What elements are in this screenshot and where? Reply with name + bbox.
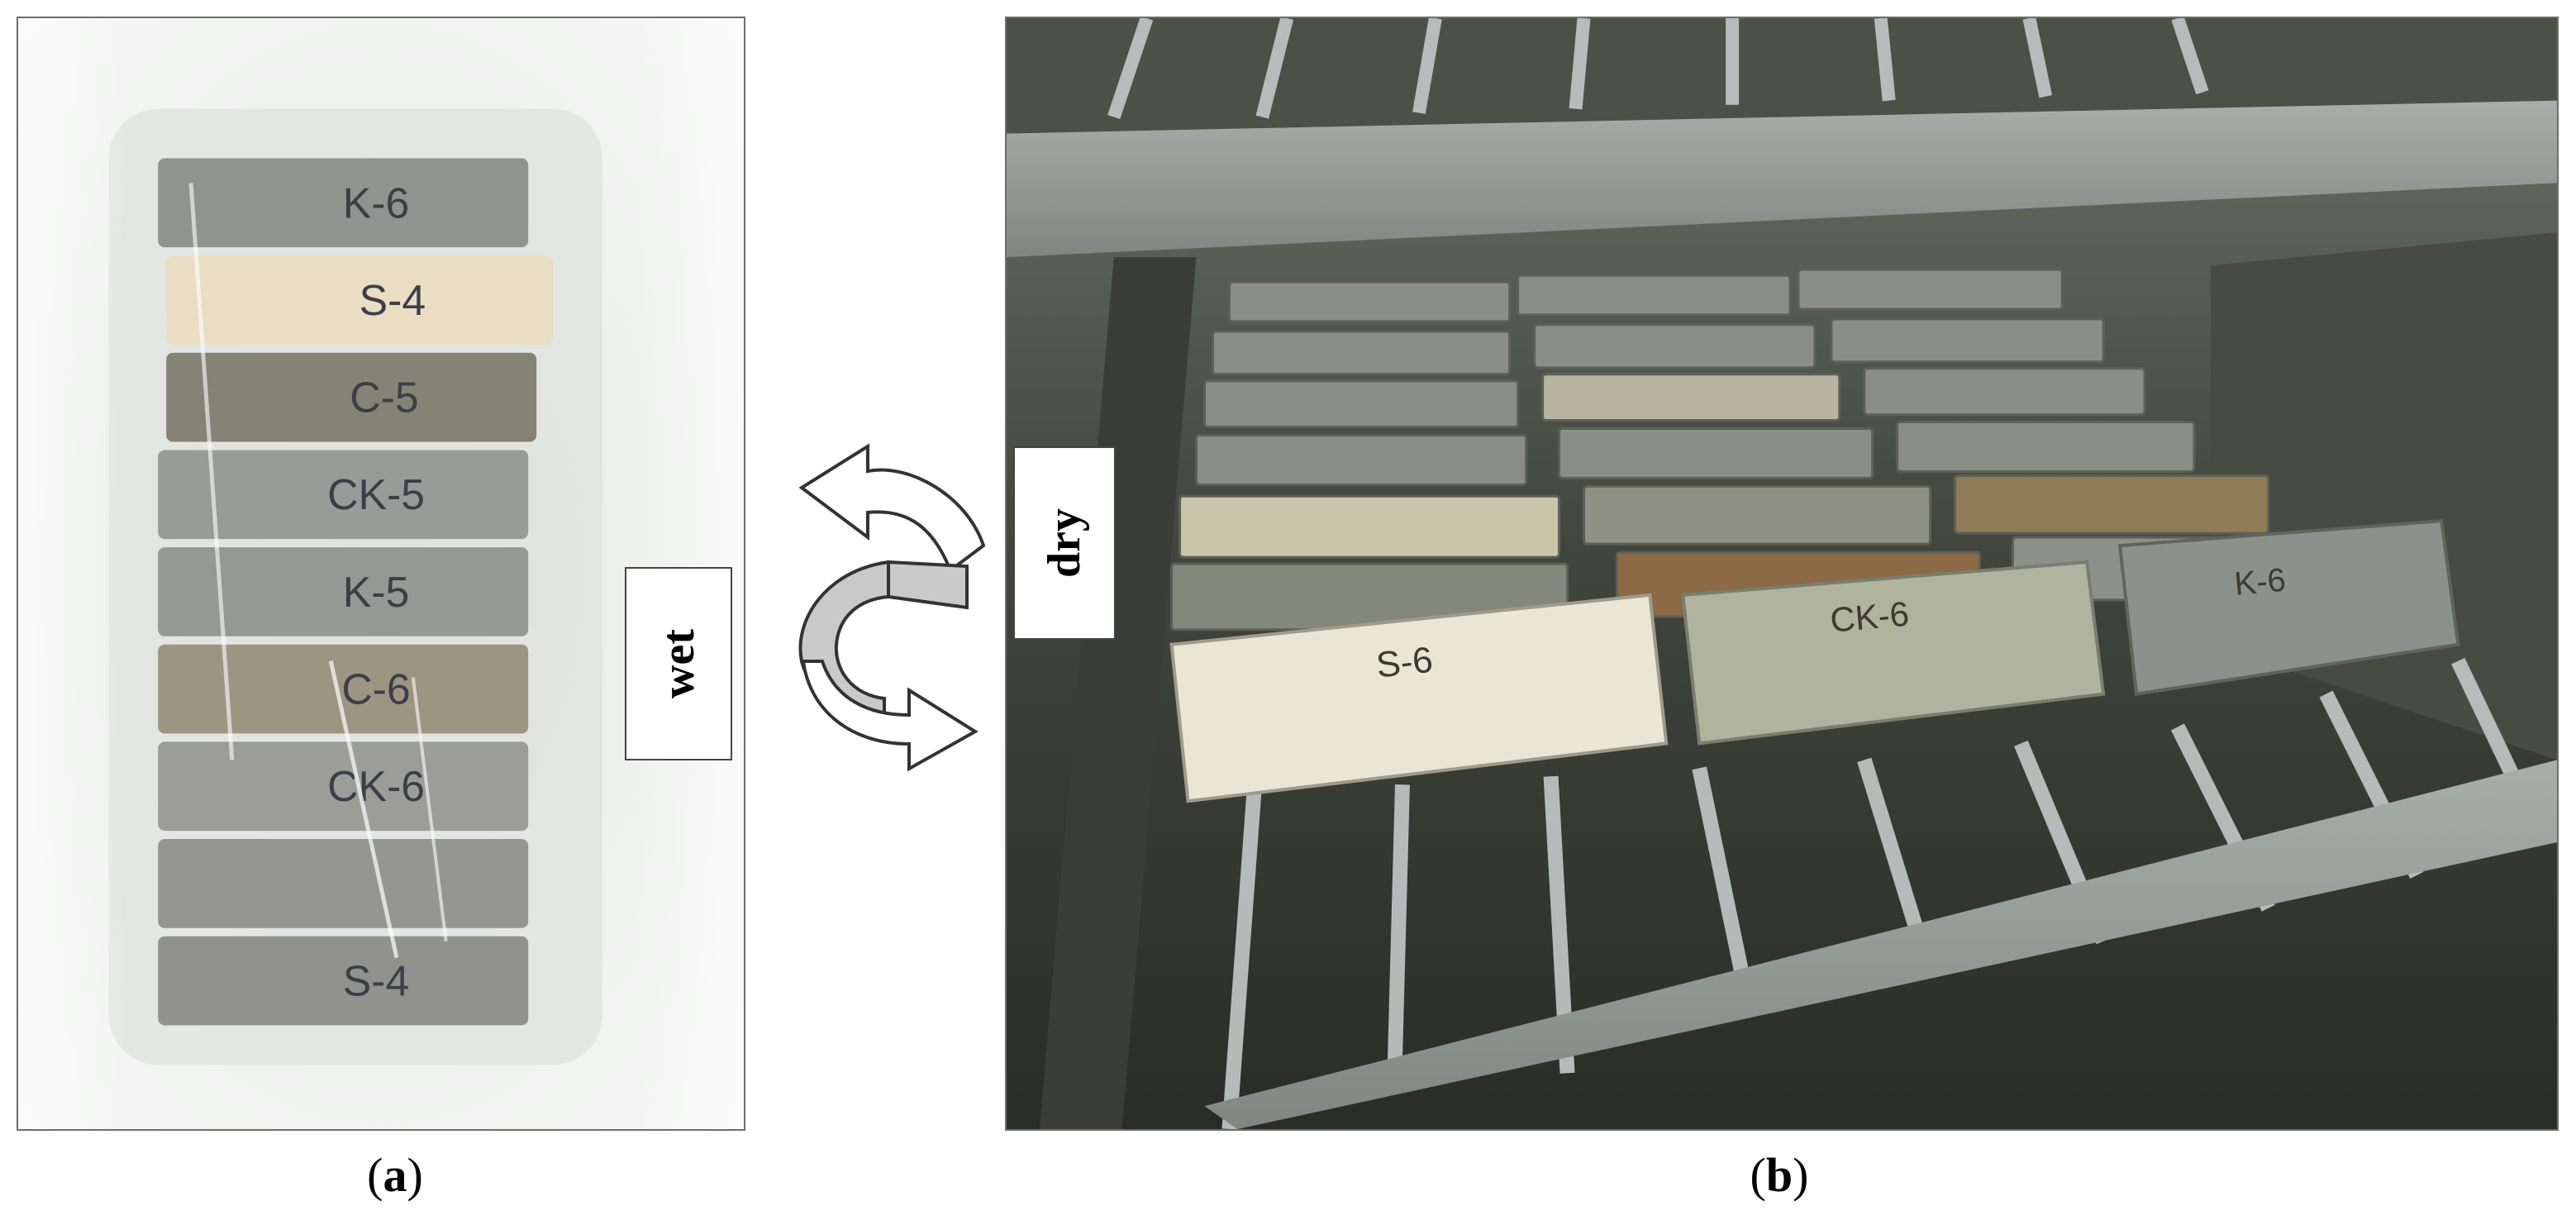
photo-panel-b: S-6 CK-6 K-6	[1005, 17, 2559, 1131]
specimen-label: CK-6	[1829, 594, 1911, 640]
specimen-label: S-6	[1374, 640, 1435, 686]
dry-label-text: dry	[1039, 508, 1090, 578]
wet-container-photo: K-6S-4C-5CK-5K-5C-6CK-6S-4	[18, 18, 744, 1129]
photo-panel-a: K-6S-4C-5CK-5K-5C-6CK-6S-4	[17, 17, 745, 1131]
drying-oven-photo: S-6 CK-6 K-6	[1007, 18, 2557, 1129]
wet-label-text: wet	[652, 629, 704, 698]
wet-label: wet	[625, 567, 732, 760]
upper-arrow-icon	[798, 443, 986, 574]
caption-a: (a)	[367, 1148, 423, 1202]
caption-b: (b)	[1750, 1148, 1809, 1202]
front-specimens: S-6 CK-6 K-6	[1169, 519, 2460, 803]
specimen-label: K-6	[2233, 562, 2288, 603]
dry-label: dry	[1013, 446, 1116, 640]
lower-arrow-icon	[801, 660, 978, 772]
cycle-arrows-icon	[798, 443, 986, 772]
